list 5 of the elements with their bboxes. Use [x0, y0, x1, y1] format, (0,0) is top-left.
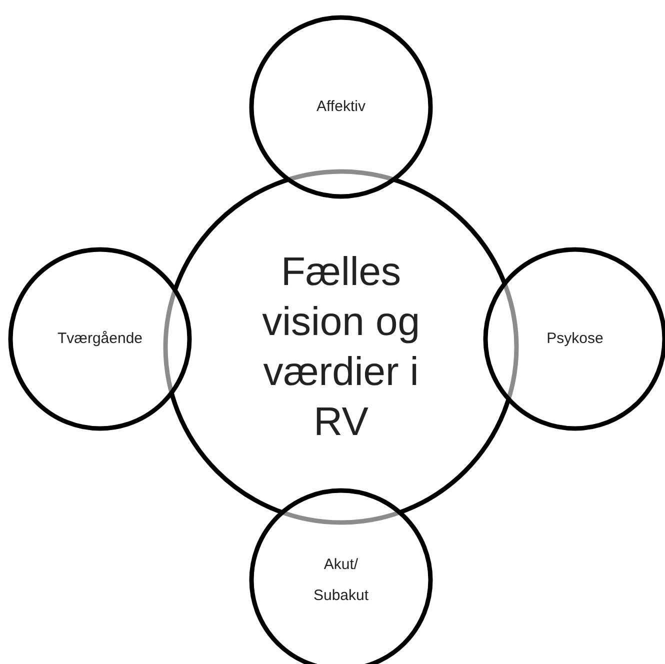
- circle-label: Psykose: [546, 329, 604, 349]
- circle-label: Fælles vision og værdier i RV: [261, 249, 421, 446]
- circle-label: Affektiv: [316, 97, 366, 117]
- circle-label: Akut/ Subakut: [312, 554, 370, 606]
- circle-label: Tværgående: [57, 329, 143, 349]
